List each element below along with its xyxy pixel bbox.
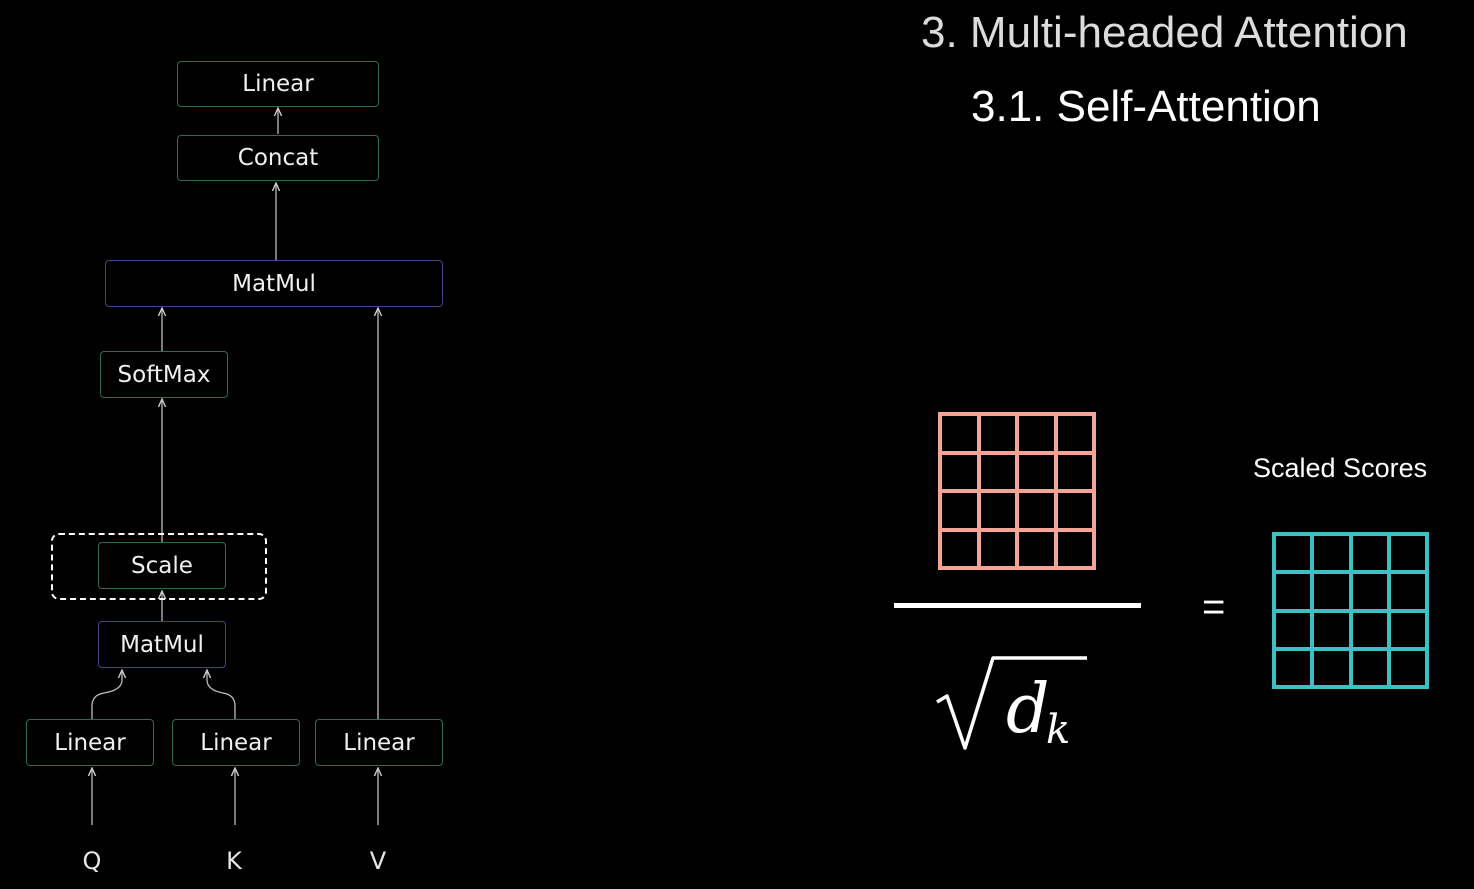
matrix-cell: [1388, 648, 1427, 687]
matrix-cell: [1312, 572, 1351, 611]
matrix-cell: [1312, 534, 1351, 573]
matrix-cell: [1388, 610, 1427, 649]
fraction-bar: [894, 603, 1141, 608]
matrix-cell: [1274, 534, 1313, 573]
matrix-cell: [940, 452, 979, 491]
matmul-top-node: MatMul: [105, 260, 443, 307]
arrow-linear-q-matmul: [91, 670, 122, 719]
matmul-bottom-node: MatMul: [98, 621, 226, 668]
linear-q-node: Linear: [26, 719, 154, 766]
numerator-matrix: [938, 412, 1096, 570]
input-q-label: Q: [82, 847, 102, 875]
matrix-cell: [1017, 529, 1056, 568]
section-title: 3. Multi-headed Attention: [921, 8, 1408, 57]
matrix-cell: [1388, 534, 1427, 573]
matrix-cell: [978, 452, 1017, 491]
scale-highlight-box: [51, 533, 267, 600]
matrix-cell: [1274, 648, 1313, 687]
matrix-cell: [1312, 648, 1351, 687]
scaled-scores-label: Scaled Scores: [1253, 453, 1428, 483]
input-v-label: V: [369, 847, 387, 875]
linear-v-node: Linear: [315, 719, 443, 766]
matrix-cell: [940, 529, 979, 568]
matrix-cell: [1350, 534, 1389, 573]
scale-node: Scale: [98, 542, 226, 589]
section-subtitle: 3.1. Self-Attention: [971, 82, 1321, 131]
softmax-node: SoftMax: [100, 351, 228, 398]
sqrt-symbol: [936, 656, 1087, 750]
matrix-cell: [940, 491, 979, 530]
matrix-cell: [1017, 491, 1056, 530]
matrix-cell: [1017, 452, 1056, 491]
matrix-cell: [1350, 610, 1389, 649]
matrix-cell: [1055, 414, 1094, 453]
denominator-subscript: k: [1046, 707, 1071, 753]
matrix-cell: [940, 414, 979, 453]
matrix-cell: [1055, 529, 1094, 568]
input-k-label: K: [226, 847, 242, 875]
equals-sign: =: [1202, 585, 1226, 629]
linear-k-node: Linear: [172, 719, 300, 766]
denominator-symbol: d: [1006, 670, 1050, 749]
matrix-cell: [1017, 414, 1056, 453]
matrix-cell: [1350, 572, 1389, 611]
concat-node: Concat: [177, 135, 379, 181]
matrix-cell: [1274, 572, 1313, 611]
scaled-scores-matrix: [1272, 532, 1429, 689]
matrix-cell: [1388, 572, 1427, 611]
matrix-cell: [1274, 610, 1313, 649]
matrix-cell: [978, 491, 1017, 530]
matrix-cell: [1350, 648, 1389, 687]
matrix-cell: [978, 414, 1017, 453]
matrix-cell: [978, 529, 1017, 568]
matrix-cell: [1055, 452, 1094, 491]
matrix-cell: [1055, 491, 1094, 530]
matrix-cell: [1312, 610, 1351, 649]
arrow-linear-k-matmul: [207, 670, 236, 719]
linear-top-node: Linear: [177, 61, 379, 107]
